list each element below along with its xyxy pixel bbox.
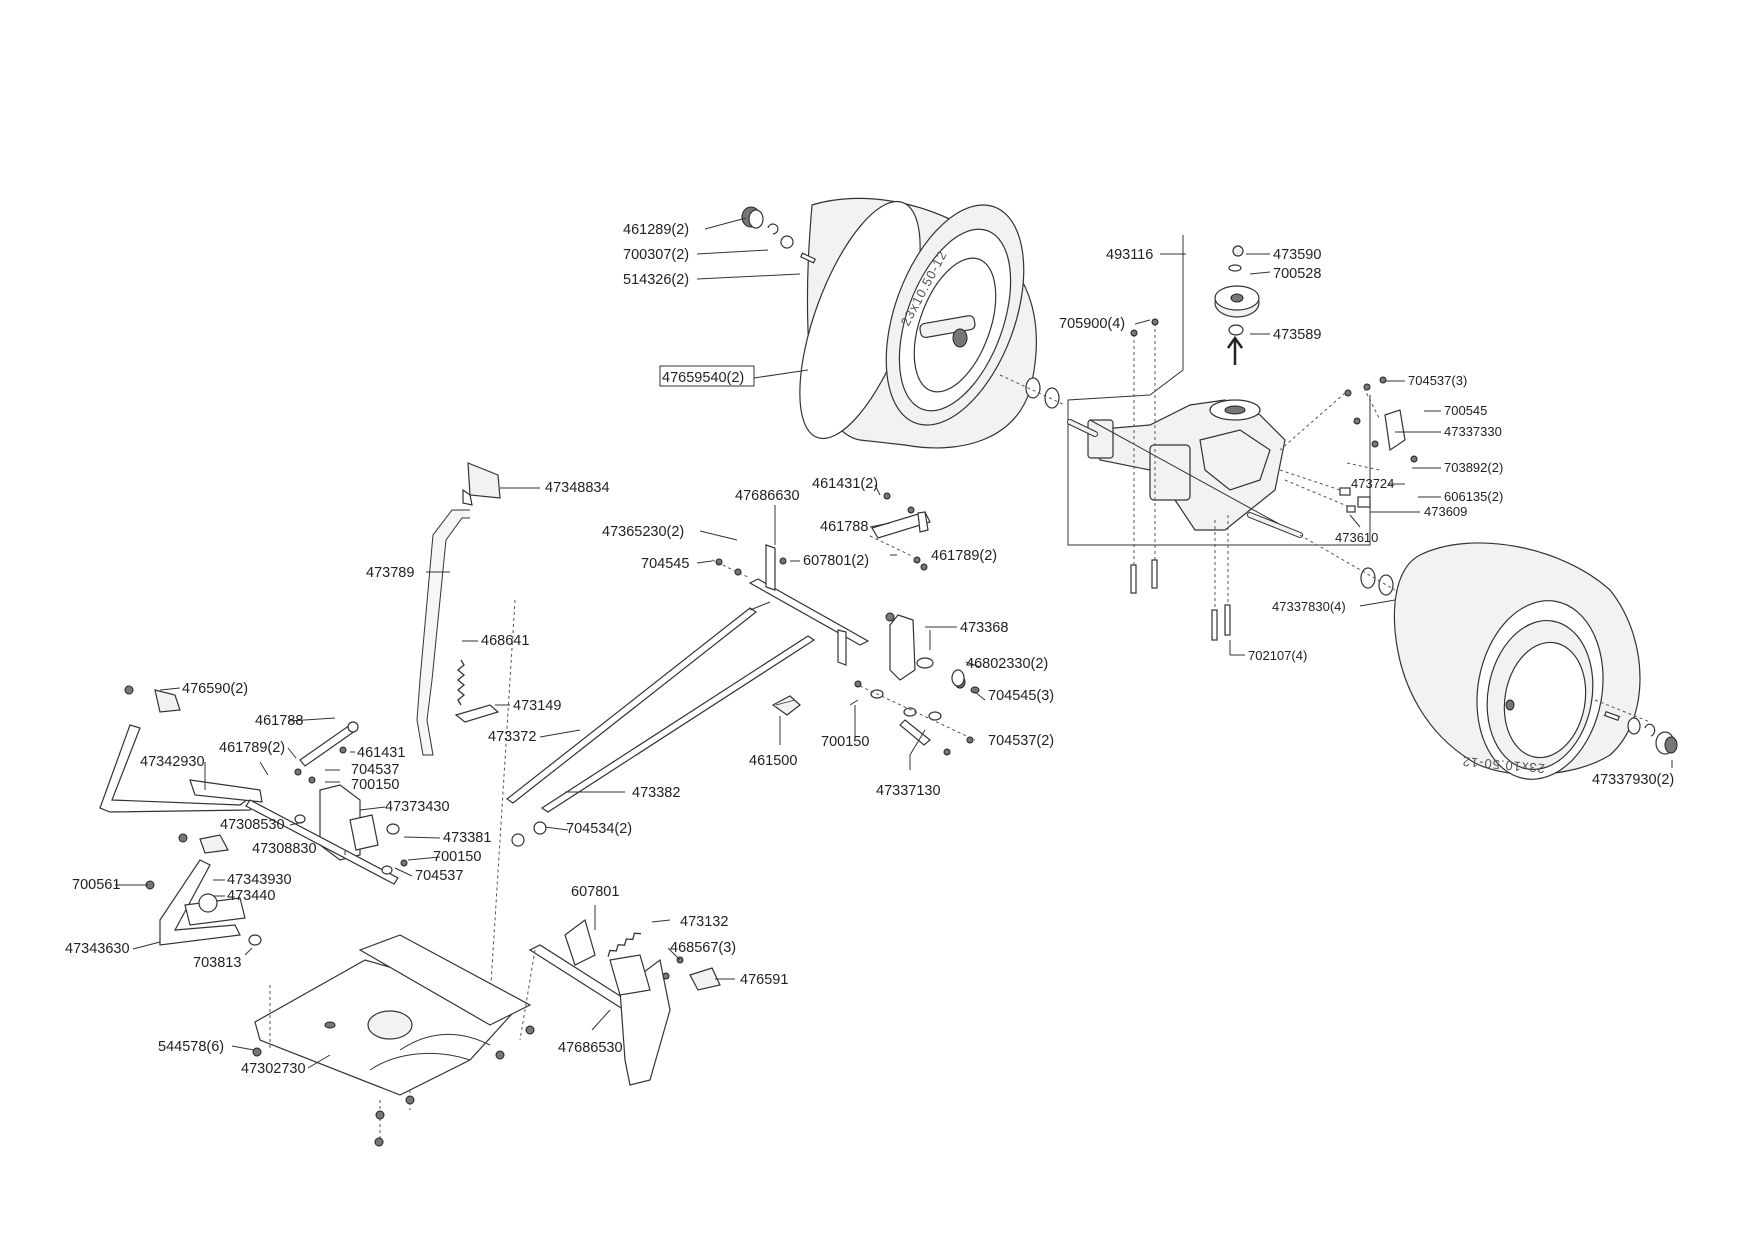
label-47308830: 47308830	[252, 841, 317, 857]
label-47686530: 47686530	[558, 1040, 623, 1056]
label-704537-2: 704537(2)	[988, 733, 1054, 749]
transaxle-group	[1067, 235, 1418, 641]
label-473610: 473610	[1335, 530, 1378, 545]
label-47365230: 47365230(2)	[602, 524, 684, 540]
label-476590: 476590(2)	[182, 681, 248, 697]
label-47337130: 47337130	[876, 783, 941, 799]
front-wheel-assembly: 23x10.50-12	[741, 197, 1066, 449]
label-47686630: 47686630	[735, 488, 800, 504]
label-473149: 473149	[513, 698, 561, 714]
label-468641: 468641	[481, 633, 529, 649]
label-46802330: 46802330(2)	[966, 656, 1048, 672]
label-473724: 473724	[1351, 476, 1394, 491]
label-544578: 544578(6)	[158, 1039, 224, 1055]
label-704545: 704545	[641, 556, 689, 572]
label-461789-2-top: 461789(2)	[931, 548, 997, 564]
label-704537-b: 704537	[415, 868, 463, 884]
leader-lines	[115, 217, 1673, 1069]
label-514326: 514326(2)	[623, 272, 689, 288]
label-700307: 700307(2)	[623, 247, 689, 263]
label-473372: 473372	[488, 729, 536, 745]
label-476591: 476591	[740, 972, 788, 988]
label-473381: 473381	[443, 830, 491, 846]
label-705900: 705900(4)	[1059, 316, 1125, 332]
rear-wheel-assembly: 23x10.50-12	[1393, 542, 1678, 780]
label-703813: 703813	[193, 955, 241, 971]
label-47308530: 47308530	[220, 817, 285, 833]
label-47659540: 47659540(2)	[662, 370, 744, 386]
label-607801: 607801	[571, 884, 619, 900]
left-pedal-assembly	[99, 685, 408, 946]
label-461788-top: 461788	[820, 519, 868, 535]
label-468567: 468567(3)	[670, 940, 736, 956]
label-700150-mid: 700150	[821, 734, 869, 750]
label-47337830: 47337830(4)	[1272, 599, 1346, 614]
label-47373430: 47373430	[385, 799, 450, 815]
label-47302730: 47302730	[241, 1061, 306, 1077]
label-473789: 473789	[366, 565, 414, 581]
label-461788-left: 461788	[255, 713, 303, 729]
linkage-assembly	[416, 462, 980, 1001]
label-47343630: 47343630	[65, 941, 130, 957]
label-461289: 461289(2)	[623, 222, 689, 238]
label-702107: 702107(4)	[1248, 648, 1307, 663]
label-703892: 703892(2)	[1444, 460, 1503, 475]
label-704537-a: 704537	[351, 762, 399, 778]
label-473440: 473440	[227, 888, 275, 904]
part-labels: 461289(2) 700307(2) 514326(2) 47659540(2…	[65, 222, 1674, 1077]
label-493116: 493116	[1106, 247, 1153, 263]
label-461431: 461431	[357, 745, 405, 761]
label-473368: 473368	[960, 620, 1008, 636]
label-700561: 700561	[72, 877, 120, 893]
label-700545-right: 700545	[1444, 403, 1487, 418]
label-461500: 461500	[749, 753, 797, 769]
floor-plate-assembly	[252, 918, 721, 1147]
label-461431-2: 461431(2)	[812, 476, 878, 492]
label-473590: 473590	[1273, 247, 1321, 263]
label-606135: 606135(2)	[1444, 489, 1503, 504]
label-700150-a: 700150	[351, 777, 399, 793]
label-47337330: 47337330	[1444, 424, 1502, 439]
label-47343930: 47343930	[227, 872, 292, 888]
label-47337930: 47337930(2)	[1592, 772, 1674, 788]
label-700528: 700528	[1273, 266, 1321, 282]
label-473609: 473609	[1424, 504, 1467, 519]
label-704534: 704534(2)	[566, 821, 632, 837]
label-473382: 473382	[632, 785, 680, 801]
label-461789-2-left: 461789(2)	[219, 740, 285, 756]
label-700150-b: 700150	[433, 849, 481, 865]
label-47342930: 47342930	[140, 754, 205, 770]
label-473132: 473132	[680, 914, 728, 930]
label-47348834: 47348834	[545, 480, 610, 496]
rear-tire-size-text: 23x10.50-12	[1461, 754, 1545, 776]
label-607801-2: 607801(2)	[803, 553, 869, 569]
label-704537-3: 704537(3)	[1408, 373, 1467, 388]
label-473589: 473589	[1273, 327, 1321, 343]
label-704545-3: 704545(3)	[988, 688, 1054, 704]
